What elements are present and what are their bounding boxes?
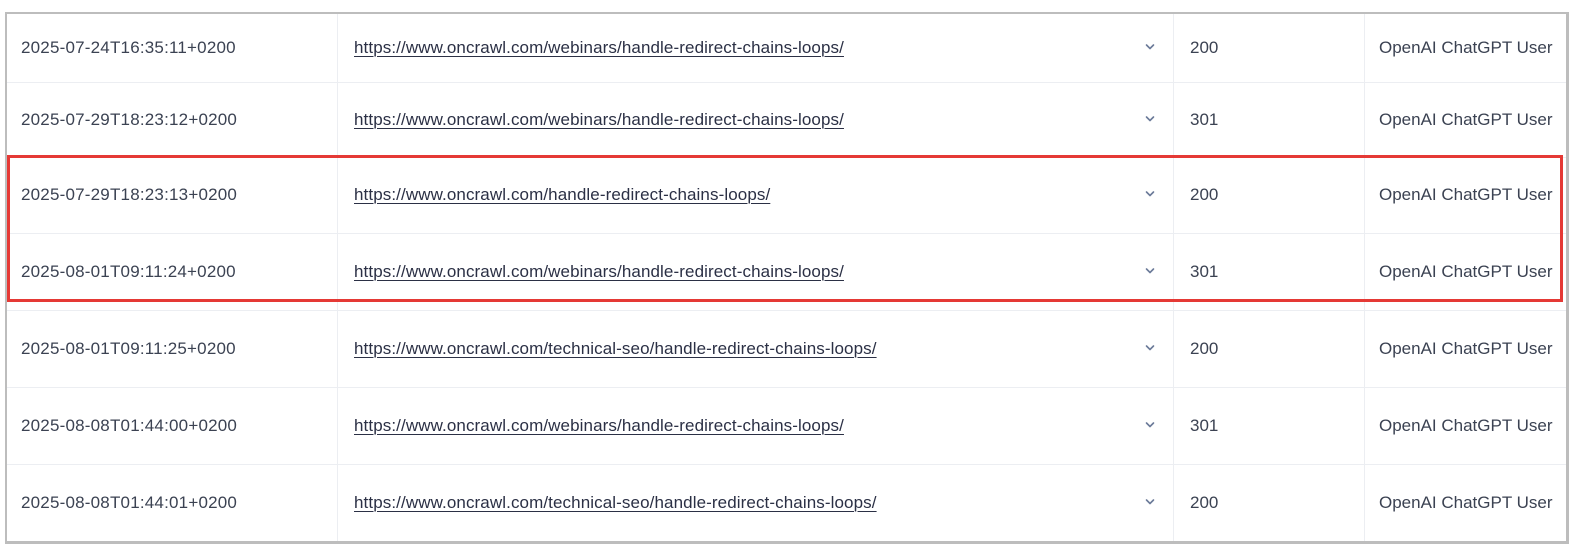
timestamp-cell: 2025-08-01T09:11:24+0200: [7, 233, 338, 311]
url-cell: https://www.oncrawl.com/webinars/handle-…: [337, 387, 1126, 465]
url-link[interactable]: https://www.oncrawl.com/technical-seo/ha…: [354, 338, 877, 358]
bot-cell: OpenAI ChatGPT User: [1379, 492, 1553, 512]
expand-cell: [1126, 82, 1174, 158]
url-link[interactable]: https://www.oncrawl.com/webinars/handle-…: [354, 109, 844, 129]
url-link[interactable]: https://www.oncrawl.com/handle-redirect-…: [354, 185, 771, 204]
timestamp-cell: 2025-07-29T18:23:13+0200: [7, 157, 338, 234]
log-entries-table: 2025-07-24T16:35:11+0200 https://www.onc…: [7, 14, 1566, 541]
chevron-down-icon[interactable]: [1144, 496, 1156, 508]
chevron-down-icon[interactable]: [1144, 419, 1156, 431]
status-code-cell: 200: [1173, 157, 1365, 234]
timestamp-cell: 2025-07-24T16:35:11+0200: [7, 14, 338, 83]
status-code-cell: 301: [1173, 82, 1365, 158]
table-row: 2025-08-08T01:44:01+0200 https://www.onc…: [7, 464, 1566, 541]
expand-cell: [1126, 157, 1174, 234]
status-code-cell: 301: [1173, 387, 1365, 465]
expand-cell: [1126, 310, 1174, 388]
url-cell: https://www.oncrawl.com/webinars/handle-…: [337, 233, 1126, 311]
status-code-cell: 301: [1173, 233, 1365, 311]
expand-cell: [1126, 233, 1174, 311]
url-cell: https://www.oncrawl.com/webinars/handle-…: [337, 82, 1126, 158]
timestamp-cell: 2025-08-08T01:44:00+0200: [7, 387, 338, 465]
bot-cell: OpenAI ChatGPT User: [1364, 82, 1566, 158]
url-cell: https://www.oncrawl.com/technical-seo/ha…: [338, 464, 1127, 541]
expand-cell: [1126, 464, 1174, 541]
bot-cell: OpenAI ChatGPT User: [1364, 310, 1566, 388]
timestamp-cell: 2025-07-29T18:23:12+0200: [7, 82, 338, 158]
table-row: 2025-08-08T01:44:00+0200 https://www.onc…: [7, 387, 1566, 465]
table-row: 2025-07-24T16:35:11+0200 https://www.onc…: [7, 14, 1566, 83]
url-link[interactable]: https://www.oncrawl.com/webinars/handle-…: [354, 261, 844, 281]
log-table: 2025-07-24T16:35:11+0200 https://www.onc…: [5, 12, 1569, 544]
url-link[interactable]: https://www.oncrawl.com/webinars/handle-…: [354, 37, 844, 57]
chevron-down-icon[interactable]: [1144, 188, 1156, 200]
chevron-down-icon[interactable]: [1144, 113, 1156, 125]
url-cell: https://www.oncrawl.com/handle-redirect-…: [337, 157, 1126, 234]
table-row: 2025-07-29T18:23:12+0200 https://www.onc…: [7, 82, 1566, 158]
bot-cell: OpenAI ChatGPT User: [1364, 157, 1566, 234]
url-link[interactable]: https://www.oncrawl.com/technical-seo/ha…: [354, 492, 877, 512]
table-row: 2025-08-01T09:11:25+0200 https://www.onc…: [7, 310, 1566, 388]
expand-cell: [1126, 387, 1174, 465]
chevron-down-icon[interactable]: [1144, 265, 1156, 277]
url-link[interactable]: https://www.oncrawl.com/webinars/handle-…: [354, 415, 844, 435]
status-code-cell: 200: [1173, 310, 1365, 388]
chevron-down-icon[interactable]: [1144, 342, 1156, 354]
bot-cell: OpenAI ChatGPT User: [1364, 14, 1566, 83]
chevron-down-icon[interactable]: [1144, 41, 1156, 53]
status-code-cell: 200: [1173, 14, 1365, 83]
timestamp-cell: 2025-08-08T01:44:01+0200: [7, 464, 338, 541]
status-code-cell: 200: [1173, 464, 1365, 541]
timestamp-cell: 2025-08-01T09:11:25+0200: [7, 310, 338, 388]
bot-cell: OpenAI ChatGPT User: [1364, 233, 1566, 311]
url-cell: https://www.oncrawl.com/technical-seo/ha…: [337, 310, 1126, 388]
table-row: 2025-08-01T09:11:24+0200 https://www.onc…: [7, 233, 1566, 311]
bot-cell: OpenAI ChatGPT User: [1364, 387, 1566, 465]
expand-cell: [1126, 14, 1174, 83]
url-cell: https://www.oncrawl.com/webinars/handle-…: [337, 14, 1126, 83]
table-row: 2025-07-29T18:23:13+0200 https://www.onc…: [7, 157, 1566, 234]
